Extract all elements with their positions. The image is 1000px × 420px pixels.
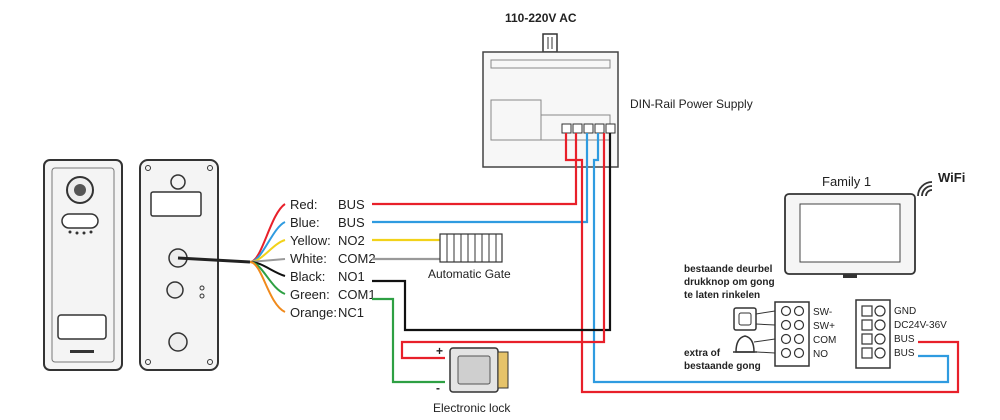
chime-terminal-sw-plus: SW+ <box>813 321 835 332</box>
gong-note-1: extra of <box>684 348 721 359</box>
chime-terminal-block: SW- SW+ COM NO <box>774 301 836 367</box>
wire-white-label: White: <box>290 251 327 266</box>
lock-plus: + <box>436 344 443 358</box>
monitor-terminal-bus-1: BUS <box>894 334 915 345</box>
wire-black-function: NO1 <box>338 269 365 284</box>
main-wiring <box>372 133 960 394</box>
outdoor-panel-back <box>139 159 219 371</box>
wire-labels: Red: BUS Blue: BUS Yellow: NO2 White: CO… <box>290 197 376 320</box>
wire-orange-label: Orange: <box>290 305 337 320</box>
doorbell-note-3: te laten rinkelen <box>684 290 760 301</box>
wire-green-function: COM1 <box>338 287 376 302</box>
monitor-terminal-block: GND DC24V-36V BUS BUS <box>855 299 947 369</box>
power-input-label: 110-220V AC <box>505 11 577 25</box>
chime-terminal-com: COM <box>813 335 836 346</box>
gong-icon <box>733 335 776 354</box>
wire-white-function: COM2 <box>338 251 376 266</box>
wire-orange-function: NC1 <box>338 305 364 320</box>
chime-terminal-sw-minus: SW- <box>813 307 832 318</box>
electronic-lock-icon: + - Electronic lock <box>433 344 511 415</box>
wire-red-function: BUS <box>338 197 365 212</box>
electronic-lock-label: Electronic lock <box>433 401 511 415</box>
wire-yellow-function: NO2 <box>338 233 365 248</box>
din-rail-power-supply: 110-220V AC DIN-Rail Power Supply <box>482 11 753 168</box>
indoor-monitor: Family 1 WiFi <box>784 170 965 278</box>
gong-note-2: bestaande gong <box>684 361 761 372</box>
wire-green-label: Green: <box>290 287 330 302</box>
wifi-icon <box>917 181 933 197</box>
monitor-title: Family 1 <box>822 174 871 189</box>
wire-blue-label: Blue: <box>290 215 320 230</box>
automatic-gate-label: Automatic Gate <box>428 267 511 281</box>
monitor-terminal-bus-2: BUS <box>894 348 915 359</box>
power-supply-title: DIN-Rail Power Supply <box>630 97 753 111</box>
wire-fanout <box>249 203 286 313</box>
chime-notes: bestaande deurbel drukknop om gong te la… <box>684 264 775 372</box>
outdoor-panel-front <box>43 159 123 371</box>
wire-blue-function: BUS <box>338 215 365 230</box>
monitor-terminal-dc: DC24V-36V <box>894 320 947 331</box>
wire-yellow-label: Yellow: <box>290 233 331 248</box>
doorbell-note-2: drukknop om gong <box>684 277 775 288</box>
automatic-gate-icon: Automatic Gate <box>428 233 511 281</box>
wire-red-label: Red: <box>290 197 317 212</box>
monitor-terminal-gnd: GND <box>894 306 916 317</box>
lock-minus: - <box>436 381 440 395</box>
existing-doorbell-button-icon <box>733 307 776 331</box>
chime-terminal-no: NO <box>813 349 828 360</box>
doorbell-note-1: bestaande deurbel <box>684 264 773 275</box>
wire-black-label: Black: <box>290 269 325 284</box>
wifi-label: WiFi <box>938 170 965 185</box>
name-tag <box>57 314 107 340</box>
